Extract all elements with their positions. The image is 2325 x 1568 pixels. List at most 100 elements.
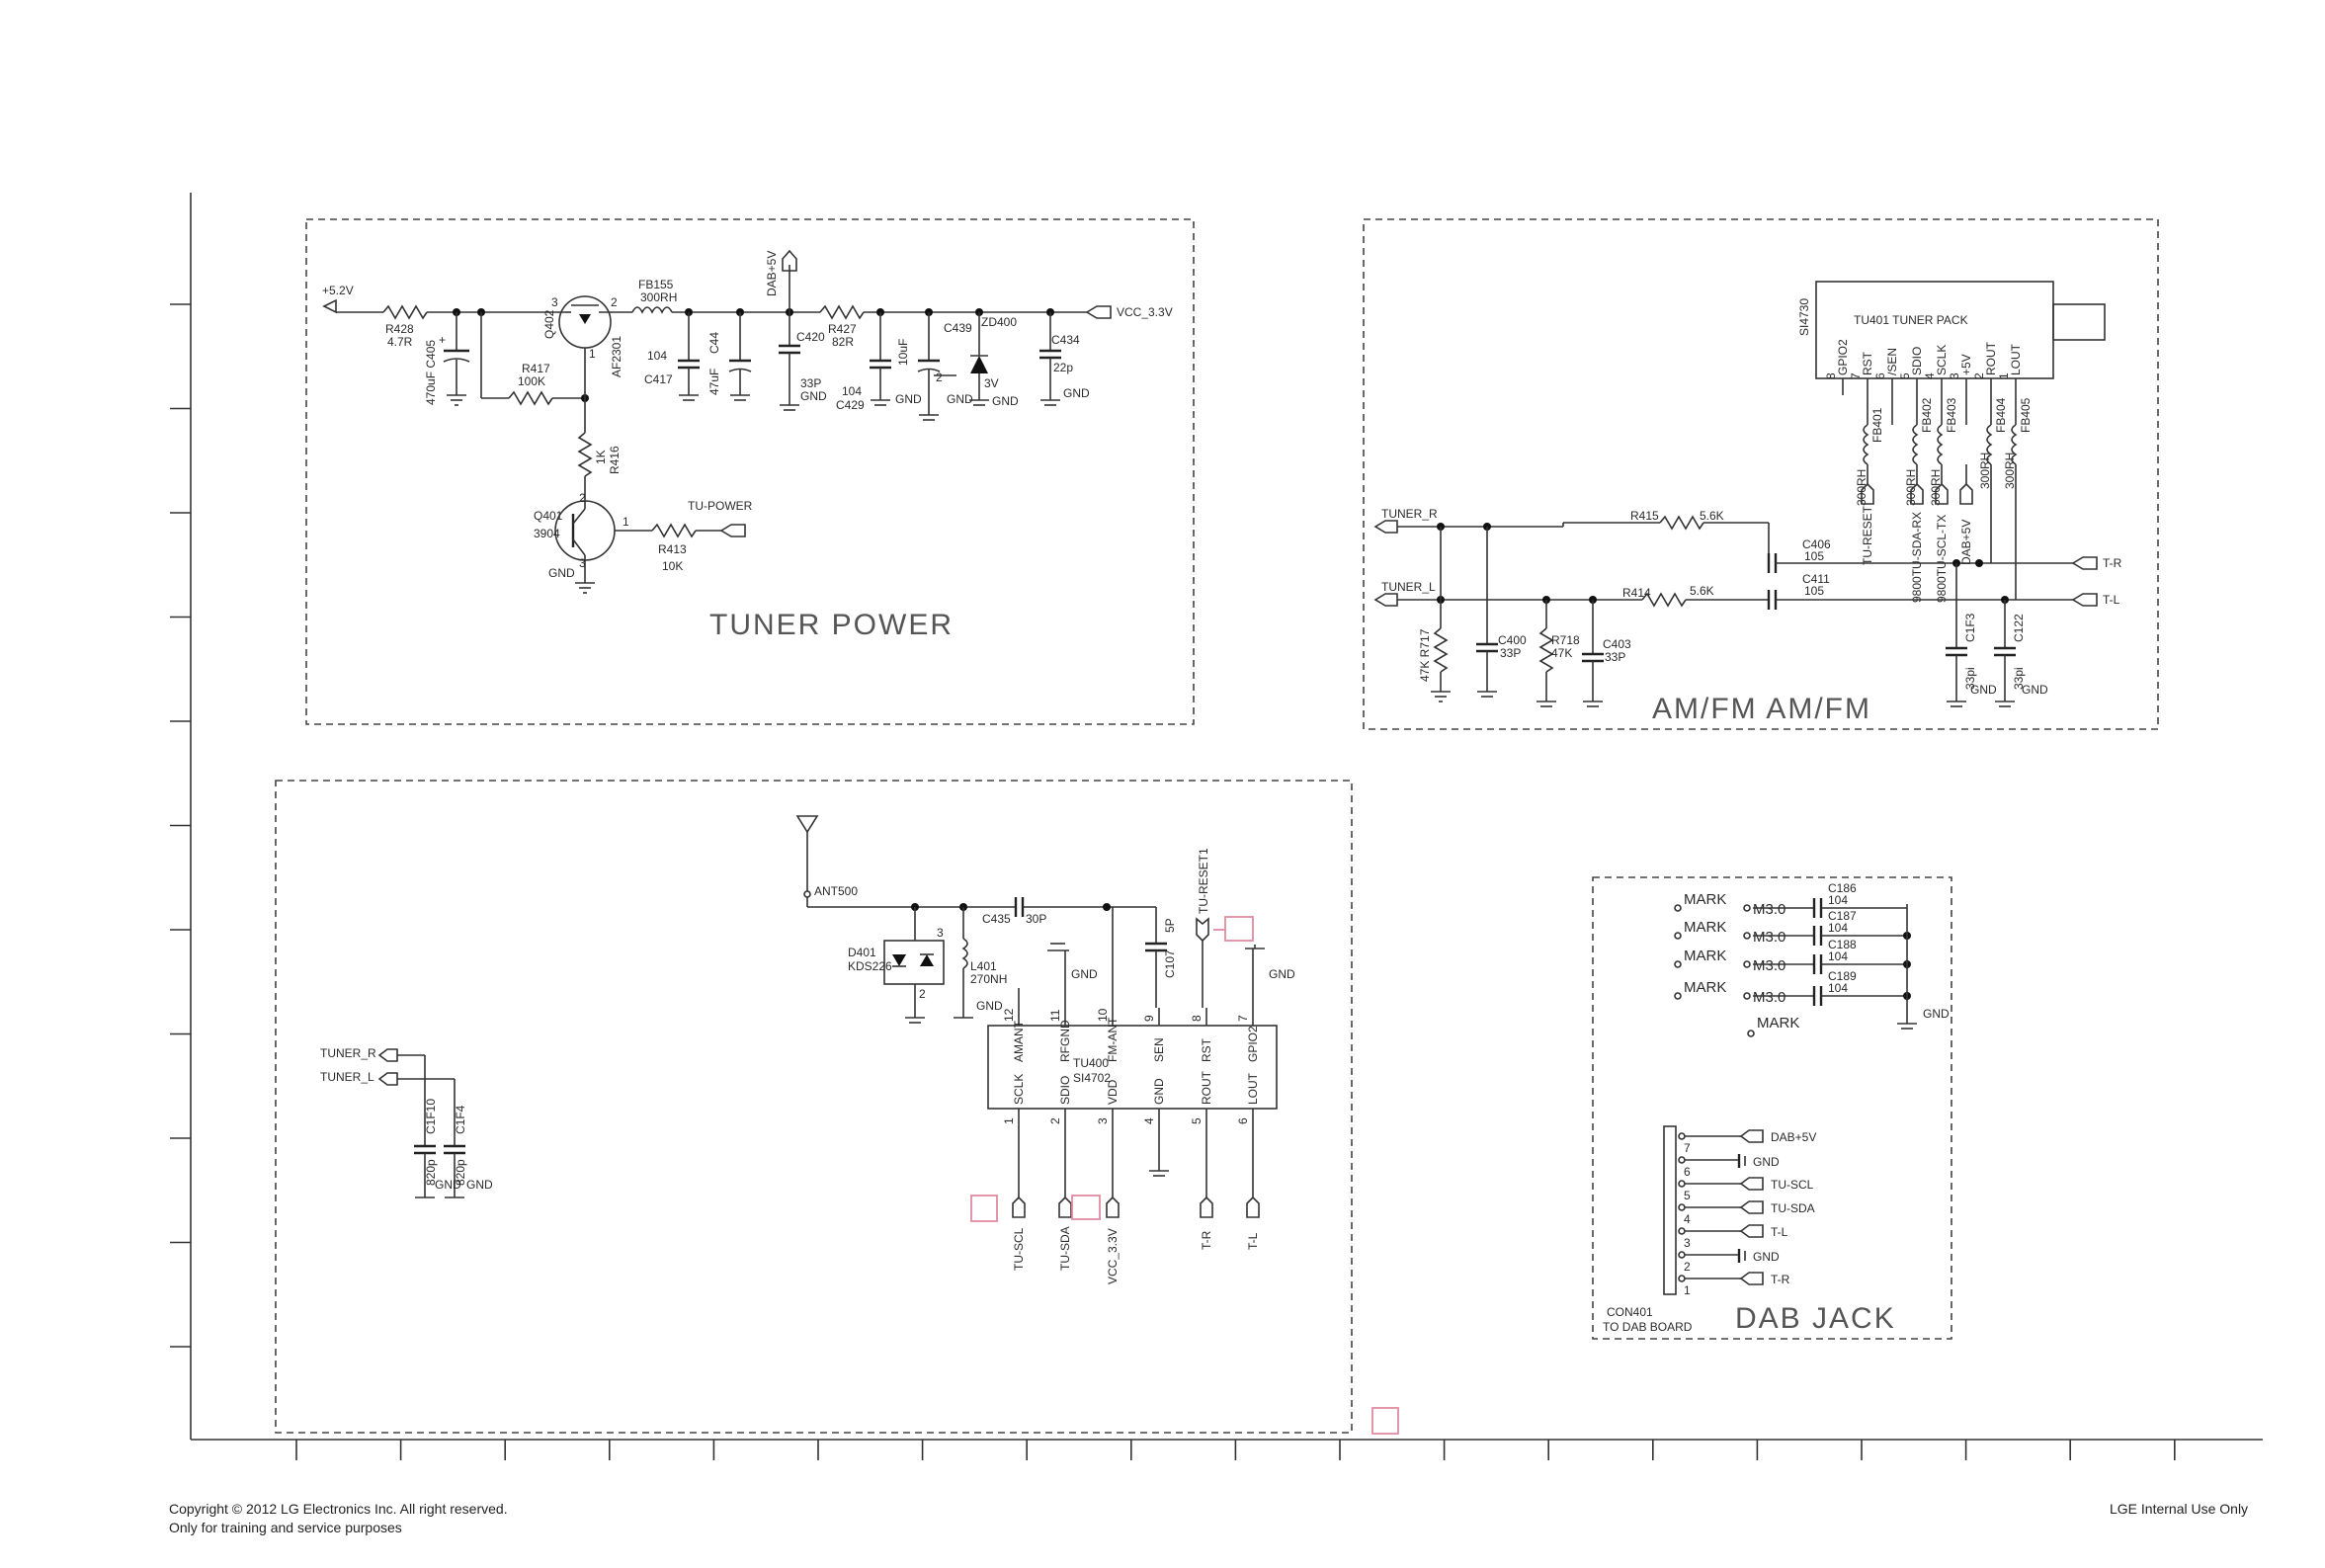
ferrite-value: 300RH — [1855, 469, 1868, 506]
svg-text:R428: R428 — [385, 322, 414, 336]
chip-pin-label: LOUT — [1246, 1072, 1260, 1105]
svg-text:R413: R413 — [658, 542, 687, 556]
svg-text:SI4730: SI4730 — [1797, 298, 1811, 336]
net-label: 9800TU-SCL-TX — [1935, 515, 1949, 603]
con-pin-num: 1 — [1684, 1283, 1691, 1297]
ferrite-value: 300RH — [2003, 453, 2017, 489]
svg-text:C435: C435 — [982, 912, 1011, 926]
con-pin-label: DAB+5V — [1771, 1130, 1816, 1144]
dab-jack-title: DAB JACK — [1735, 1302, 1896, 1335]
svg-text:82R: 82R — [832, 335, 854, 349]
svg-text:R427: R427 — [828, 322, 857, 336]
svg-text:300RH: 300RH — [640, 290, 677, 304]
svg-text:TUNER_R: TUNER_R — [320, 1046, 376, 1060]
con-pin-label: GND — [1753, 1155, 1780, 1169]
svg-text:CON401: CON401 — [1607, 1305, 1653, 1319]
mark-label: MARK — [1684, 948, 1726, 964]
chip-pin-label: SDIO — [1058, 1076, 1072, 1105]
svg-text:FB155: FB155 — [638, 278, 674, 291]
chip-pin-num: 7 — [1236, 1015, 1250, 1022]
tu400-section: ANT500 C435 30P 5P C107 TU-RESET1 GND — [275, 780, 1399, 1435]
svg-text:R416: R416 — [608, 446, 622, 474]
cap-value: 104 — [1828, 893, 1848, 907]
con-pin-label: T-L — [1771, 1225, 1788, 1239]
ferrite-label: FB405 — [2019, 397, 2033, 433]
svg-text:270NH: 270NH — [970, 972, 1007, 986]
pack-pin-num: 3 — [1948, 372, 1961, 379]
svg-text:33P: 33P — [1605, 650, 1625, 664]
svg-text:C1F10: C1F10 — [424, 1099, 438, 1134]
svg-text:VCC_3.3V: VCC_3.3V — [1117, 305, 1173, 319]
svg-text:TO DAB BOARD: TO DAB BOARD — [1603, 1320, 1693, 1334]
chip-pin-label: RST — [1200, 1037, 1213, 1062]
net-connector — [1910, 482, 1924, 505]
svg-text:Q401: Q401 — [534, 509, 563, 523]
svg-text:C400: C400 — [1498, 633, 1527, 647]
pack-pin-label: /SEN — [1885, 348, 1899, 375]
svg-text:470uF C405: 470uF C405 — [424, 340, 438, 405]
con-pin-num: 4 — [1684, 1212, 1691, 1226]
svg-text:105: 105 — [1804, 549, 1824, 563]
pack-pin-num: 7 — [1849, 372, 1863, 379]
ferrite-value: 300RH — [1978, 453, 1992, 489]
svg-text:T-L: T-L — [2103, 593, 2120, 607]
svg-text:GND: GND — [548, 566, 575, 580]
chip-pin-num: 9 — [1142, 1015, 1156, 1022]
con-pin-connector — [1739, 1224, 1764, 1238]
svg-text:R414: R414 — [1622, 586, 1651, 600]
chip-pin-label: AMANT — [1012, 1020, 1026, 1062]
chip-pin-label: SCLK — [1012, 1074, 1026, 1105]
amfm-title: AM/FM AM/FM — [1652, 693, 1871, 725]
ferrite-label: FB402 — [1920, 397, 1934, 433]
svg-text:TU400: TU400 — [1073, 1056, 1109, 1070]
pack-pin-num: 4 — [1923, 372, 1937, 379]
svg-text:820p: 820p — [454, 1159, 467, 1186]
svg-text:DAB+5V: DAB+5V — [765, 251, 779, 296]
net-label: T-R — [1200, 1230, 1213, 1250]
svg-text:T-R: T-R — [2103, 556, 2122, 570]
svg-text:3: 3 — [551, 295, 558, 309]
svg-text:C403: C403 — [1603, 637, 1631, 651]
net-label: TU-SCL — [1012, 1227, 1026, 1271]
svg-text:2: 2 — [919, 987, 926, 1001]
svg-text:33pi: 33pi — [2012, 667, 2026, 690]
svg-text:47K R717: 47K R717 — [1418, 628, 1432, 682]
svg-text:TUNER_L: TUNER_L — [320, 1070, 374, 1084]
tuner-power-section: TUNER POWER +5.2V R428 4.7R 470uF C405 +… — [305, 218, 1195, 725]
chip-pin-num: 10 — [1096, 1008, 1110, 1022]
svg-text:C439: C439 — [944, 321, 972, 335]
chip-pin-label: GND — [1152, 1078, 1166, 1105]
svg-text:GND: GND — [992, 394, 1019, 408]
cap-value: 104 — [1828, 921, 1848, 935]
pack-pin-num: 8 — [1824, 372, 1838, 379]
svg-text:KDS226: KDS226 — [848, 959, 892, 973]
con-pin-label: TU-SCL — [1771, 1178, 1814, 1192]
svg-text:C44: C44 — [707, 332, 721, 354]
chip-pin-label: FM-ANT — [1106, 1017, 1120, 1062]
svg-text:AF2301: AF2301 — [610, 336, 623, 377]
svg-text:GND: GND — [1063, 386, 1090, 400]
chip-pin-label: ROUT — [1200, 1070, 1213, 1105]
con-pin-num: 7 — [1684, 1141, 1691, 1155]
pack-pin-label: RST — [1861, 351, 1874, 375]
svg-text:105: 105 — [1804, 584, 1824, 598]
net-label: T-L — [1246, 1232, 1260, 1250]
net-connector — [1200, 1196, 1213, 1218]
ferrite-label: FB403 — [1945, 397, 1958, 433]
svg-text:GND: GND — [976, 999, 1003, 1013]
svg-text:10K: 10K — [662, 559, 683, 573]
net-connector — [1012, 1196, 1026, 1218]
net-label: TU-RESET — [1861, 505, 1874, 565]
con-pin-connector — [1739, 1177, 1764, 1191]
pack-pin-label: SCLK — [1935, 345, 1949, 375]
svg-text:GND: GND — [435, 1178, 461, 1192]
svg-text:GND: GND — [800, 389, 827, 403]
svg-text:C107: C107 — [1163, 949, 1177, 978]
svg-text:104: 104 — [842, 384, 862, 398]
pack-pin-label: ROUT — [1984, 341, 1998, 375]
net-label: VCC_3.3V — [1106, 1228, 1120, 1284]
svg-text:GND: GND — [1071, 967, 1098, 981]
chip-pin-num: 11 — [1048, 1009, 1062, 1022]
